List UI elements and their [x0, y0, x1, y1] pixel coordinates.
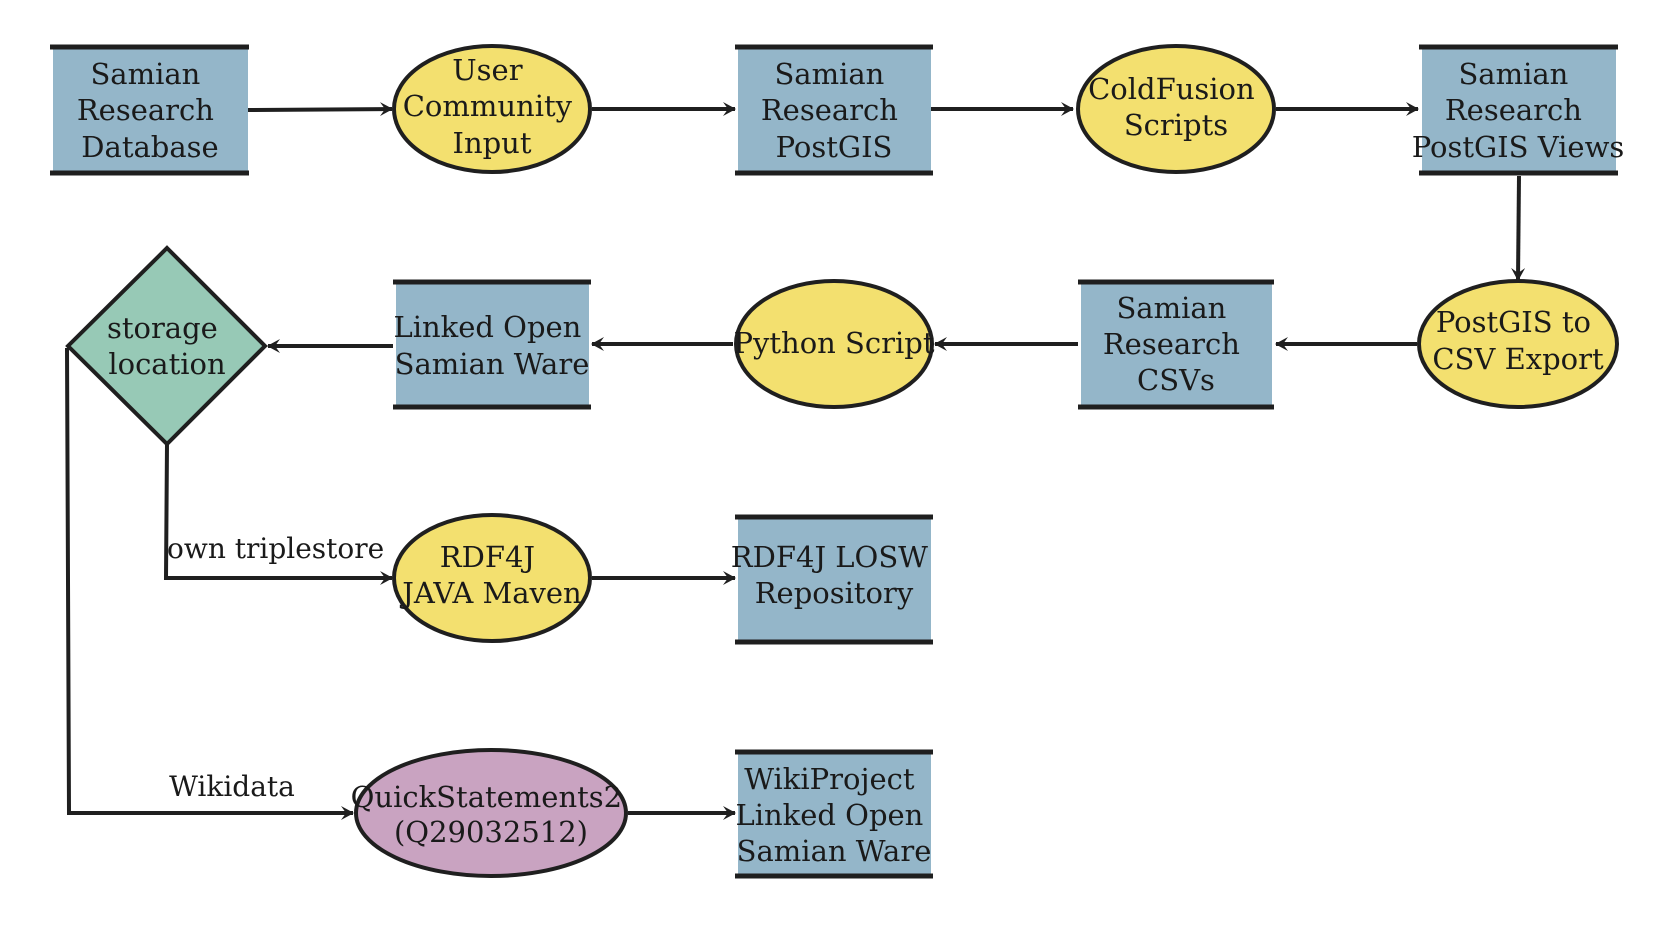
- node-samian-research-postgis-views: Samian Research PostGIS Views: [1412, 44, 1625, 176]
- node-linked-open-samian-ware: Linked Open Samian Ware: [393, 279, 591, 410]
- node-label-line: WikiProject: [744, 762, 915, 796]
- node-label-line: Research: [77, 93, 214, 127]
- node-rdf4j-java-maven: RDF4J JAVA Maven: [392, 513, 592, 643]
- svg-text:Samian Research Da: Samian Research Database: [77, 57, 223, 164]
- node-postgis-to-csv-export: PostGIS to CSV Export: [1417, 279, 1619, 409]
- svg-text:WikiProject Linked Open: WikiProject Linked Open Samian Ware: [735, 762, 932, 868]
- edges: [65, 102, 1526, 820]
- node-label-line: Research: [1103, 327, 1240, 361]
- node-label-line: Samian Ware: [737, 834, 932, 868]
- node-label-line: Samian: [90, 57, 200, 91]
- node-label-line: Database: [81, 130, 218, 164]
- node-label-line: JAVA Maven: [399, 576, 581, 610]
- node-label-line: Repository: [755, 576, 914, 610]
- edge-database-to-user-input: [247, 102, 393, 117]
- node-python-script: Python Script: [733, 279, 935, 409]
- node-label-line: Input: [452, 126, 531, 160]
- node-samian-research-csvs: Samian Research CSVs: [1078, 279, 1274, 410]
- node-label-line: PostGIS to: [1436, 305, 1591, 339]
- svg-text:ColdFusion Scripts: ColdFusion Scripts: [1088, 72, 1264, 142]
- svg-text:Samian Research CS: Samian Research CSVs: [1103, 291, 1249, 397]
- node-rdf4j-losw-repository: RDF4J LOSW Repository: [731, 514, 937, 645]
- svg-text:RDF4J JAVA Maven: RDF4J JAVA Maven: [399, 540, 581, 610]
- node-label-line: Research: [761, 93, 898, 127]
- node-label-line: location: [108, 347, 225, 381]
- node-label-line: Linked Open: [393, 310, 581, 344]
- svg-text:RDF4J LOSW Repository: RDF4J LOSW Repository: [731, 540, 937, 610]
- node-label-line: ColdFusion: [1088, 72, 1255, 106]
- node-label-line: Samian Ware: [395, 347, 590, 381]
- edge-storage-to-rdf4j: [163, 443, 393, 585]
- node-label-line: CSV Export: [1432, 342, 1604, 376]
- svg-text:Samian Research Po: Samian Research PostGIS: [761, 57, 907, 164]
- node-label-line: storage: [107, 311, 218, 345]
- edge-label-own-triplestore: own triplestore: [167, 532, 384, 565]
- svg-text:Samian Research Po: Samian Research PostGIS Views: [1412, 57, 1625, 164]
- svg-text:PostGIS to CSV Export: PostGIS to CSV Export: [1432, 305, 1604, 376]
- node-label-line: CSVs: [1137, 363, 1215, 397]
- node-label-line: PostGIS Views: [1412, 130, 1625, 164]
- node-label-line: QuickStatements2: [351, 780, 623, 814]
- node-label-line: (Q29032512): [394, 815, 588, 849]
- node-wikiproject-losw: WikiProject Linked Open Samian Ware: [735, 749, 933, 879]
- svg-text:QuickStatements2 (Q29032: QuickStatements2 (Q29032512): [351, 780, 632, 849]
- node-coldfusion-scripts: ColdFusion Scripts: [1076, 44, 1276, 174]
- svg-text:storage location: storage location: [107, 311, 227, 381]
- node-label-line: RDF4J LOSW: [731, 540, 928, 574]
- edge-views-to-csv-export: [1511, 175, 1526, 281]
- node-label-line: PostGIS: [776, 130, 893, 164]
- edge-storage-to-quickstatements: [65, 347, 354, 820]
- svg-text:Python Script: Python Script: [733, 326, 934, 360]
- node-label-line: Samian: [1458, 57, 1568, 91]
- node-samian-research-postgis: Samian Research PostGIS: [735, 44, 933, 176]
- svg-text:Linked Open Samian Ware: Linked Open Samian Ware: [393, 310, 590, 381]
- node-label-line: Scripts: [1124, 108, 1228, 142]
- node-label-line: Python Script: [733, 326, 934, 360]
- node-storage-location: storage location: [65, 245, 268, 447]
- node-label-line: Samian: [774, 57, 884, 91]
- node-label-line: Samian: [1116, 291, 1226, 325]
- svg-text:User Community Inp: User Community Input: [403, 53, 582, 160]
- node-label-line: Research: [1445, 93, 1582, 127]
- node-label-line: Community: [403, 89, 573, 123]
- node-label-line: User: [452, 53, 522, 87]
- node-quickstatements2: QuickStatements2 (Q29032512): [351, 748, 632, 878]
- node-user-community-input: User Community Input: [392, 44, 592, 174]
- node-label-line: RDF4J: [440, 540, 535, 574]
- edge-label-wikidata: Wikidata: [169, 770, 295, 803]
- node-label-line: Linked Open: [735, 798, 923, 832]
- node-samian-research-database: Samian Research Database: [50, 44, 249, 176]
